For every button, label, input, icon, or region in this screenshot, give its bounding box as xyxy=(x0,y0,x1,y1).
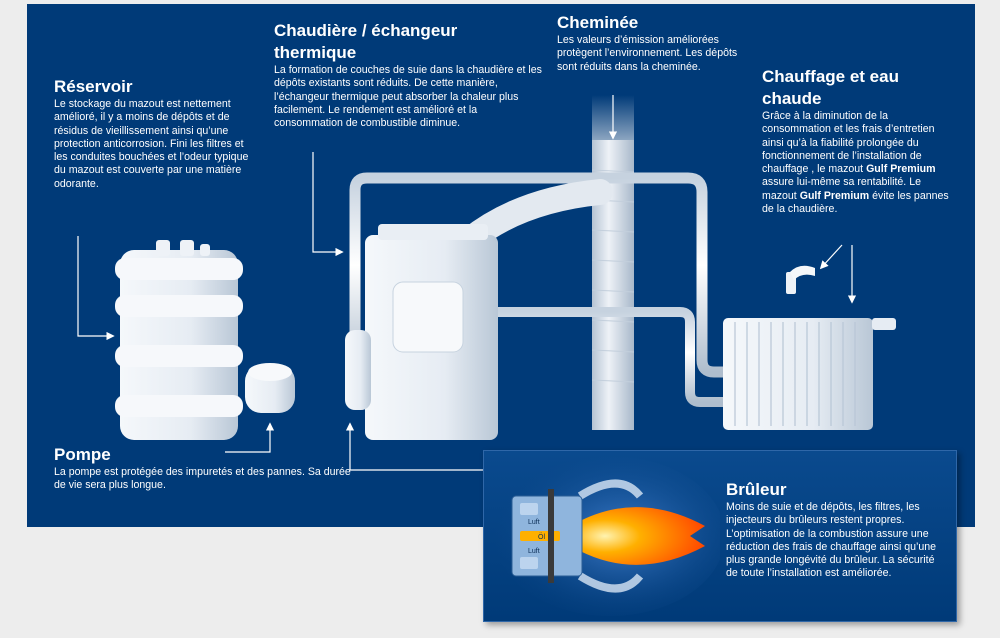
air-swirl-top xyxy=(577,479,644,500)
chauffage-brand-2: Gulf Premium xyxy=(799,189,870,202)
chauffage-text-part2: assure lui-même sa rentabilité. Le mazou… xyxy=(762,176,921,202)
pompe-title: Pompe xyxy=(54,445,111,464)
return-pipe xyxy=(493,307,730,407)
reservoir-pointer-arrow xyxy=(77,236,115,341)
chauffage-brand-1: Gulf Premium xyxy=(866,163,936,176)
cheminee-title: Cheminée xyxy=(557,13,639,32)
burner-label-air-top: Luft xyxy=(528,519,540,526)
burner-label-air-bottom: Luft xyxy=(528,548,540,555)
chauffage-text: Grâce à la diminution de la consommation… xyxy=(762,110,958,216)
cheminee-text: Les valeurs d’émission améliorées protèg… xyxy=(557,34,738,73)
chaudiere-title-line2: thermique xyxy=(274,43,357,62)
flame-icon xyxy=(580,507,705,565)
chauffage-text-part3: évite les pannes de la chaudière. xyxy=(762,189,949,216)
bruleur-inset: Luft Öl Luft Brûleur Moins de suie et de… xyxy=(483,450,957,622)
cheminee-section: Cheminée Les valeurs d’émission amélioré… xyxy=(557,12,747,74)
chauffage-title-line2: chaude xyxy=(762,89,822,108)
burner-label-oil: Öl xyxy=(538,533,545,541)
bruleur-text: Moins de suie et de dépôts, les filtres,… xyxy=(726,501,937,580)
air-swirl-bottom xyxy=(577,572,644,593)
chaudiere-pointer-arrow xyxy=(312,152,344,257)
reservoir-text: Le stockage du mazout est nettement amél… xyxy=(54,98,249,190)
flow-pipe xyxy=(349,172,731,378)
bruleur-pointer-arrow xyxy=(345,422,485,471)
radiator xyxy=(723,318,896,430)
chaudiere-text: La formation de couches de suie dans la … xyxy=(274,64,542,130)
chaudiere-section: Chaudière / échangeur thermique La forma… xyxy=(274,20,544,130)
tap-pointer-arrow xyxy=(819,244,843,270)
burner-cutaway-illustration: Luft Öl Luft xyxy=(495,456,720,616)
pompe-section: Pompe La pompe est protégée des impureté… xyxy=(54,444,354,493)
chauffage-title-line1: Chauffage et eau xyxy=(762,67,899,86)
bruleur-section: Brûleur Moins de suie et de dépôts, les … xyxy=(726,479,946,581)
reservoir-section: Réservoir Le stockage du mazout est nett… xyxy=(54,76,254,191)
oil-pump xyxy=(245,363,295,413)
bruleur-title: Brûleur xyxy=(726,480,787,499)
flue-pipe xyxy=(457,179,613,253)
oil-tank xyxy=(115,240,243,440)
pump-pointer-arrow xyxy=(225,422,275,453)
pompe-text: La pompe est protégée des impuretés et d… xyxy=(54,466,351,492)
boiler xyxy=(345,224,498,440)
reservoir-title: Réservoir xyxy=(54,77,133,96)
tap-icon xyxy=(786,265,815,294)
chauffage-text-part1: Grâce à la diminution de la consommation… xyxy=(762,110,935,176)
chaudiere-title-line1: Chaudière / échangeur xyxy=(274,21,458,40)
chauffage-section: Chauffage et eau chaude Grâce à la dimin… xyxy=(762,66,958,216)
